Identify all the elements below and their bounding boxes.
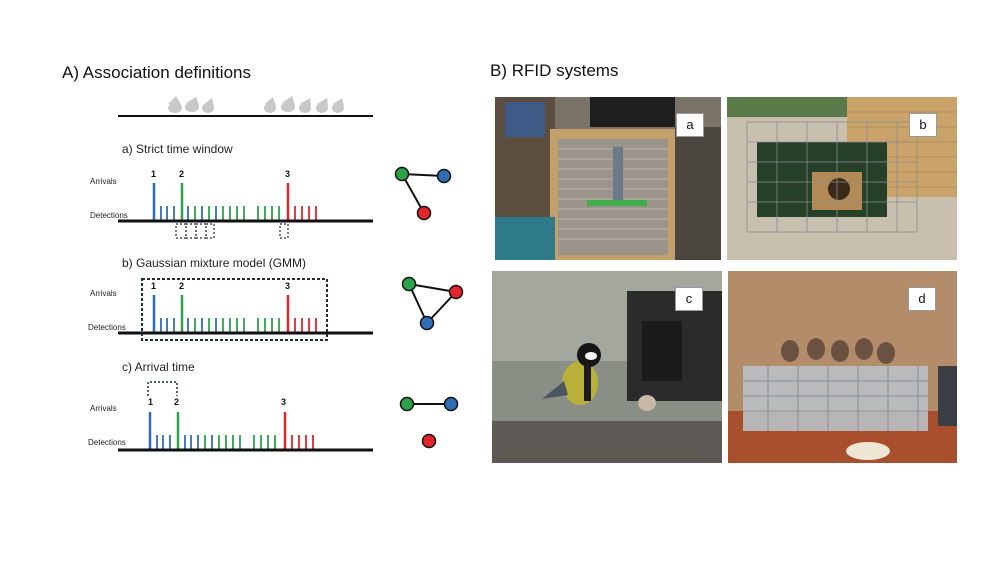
- arrival-number-3-a: 3: [285, 169, 291, 179]
- node-green-a: [394, 166, 410, 182]
- strict-windows-a: [175, 223, 289, 239]
- arrival-number-2-a: 2: [179, 169, 185, 179]
- photo-c: c: [492, 271, 722, 463]
- arrivals-label-c: Arrivals: [90, 404, 117, 413]
- arrivals-label-a: Arrivals: [90, 177, 117, 186]
- node-red-c: [421, 433, 437, 449]
- node-blue-b: [419, 315, 435, 331]
- bird-silhouettes-icon: [168, 96, 344, 113]
- photo-d: d: [728, 271, 957, 463]
- node-green-b: [401, 276, 417, 292]
- network-c: [399, 396, 459, 449]
- photo-b: b: [727, 97, 957, 260]
- detections-label-c: Detections: [88, 438, 126, 447]
- network-a: [394, 166, 452, 221]
- detection-bars-b: [152, 295, 317, 332]
- photo-b-label: b: [909, 113, 937, 137]
- detection-bars-a: [152, 183, 317, 220]
- arrival-number-2-c: 2: [174, 397, 180, 407]
- node-green-c: [399, 396, 415, 412]
- arrival-number-1-c: 1: [148, 397, 154, 407]
- photo-d-label: d: [908, 287, 936, 311]
- network-b: [401, 276, 464, 331]
- photo-a-label: a: [676, 113, 704, 137]
- arrival-number-1-a: 1: [151, 169, 157, 179]
- gmm-window-b: [141, 278, 328, 341]
- photo-c-label: c: [675, 287, 703, 311]
- node-red-a: [416, 205, 432, 221]
- panel-b-title: B) RFID systems: [490, 61, 619, 80]
- detections-label-b: Detections: [88, 323, 126, 332]
- arrival-window-c: [147, 381, 178, 396]
- detection-bars-c: [148, 412, 314, 449]
- subpanel-a-title: a) Strict time window: [122, 142, 233, 156]
- arrival-number-1-b: 1: [151, 281, 157, 291]
- photo-a: a: [495, 97, 721, 260]
- arrival-number-3-c: 3: [281, 397, 287, 407]
- subpanel-b-title: b) Gaussian mixture model (GMM): [122, 256, 307, 270]
- node-red-b: [448, 284, 464, 300]
- subpanel-c-title: c) Arrival time: [122, 360, 195, 374]
- panel-a-title: A) Association definitions: [62, 63, 251, 82]
- arrival-number-3-b: 3: [285, 281, 291, 291]
- arrival-number-2-b: 2: [179, 281, 185, 291]
- arrivals-label-b: Arrivals: [90, 289, 117, 298]
- node-blue-a: [436, 168, 452, 184]
- detections-label-a: Detections: [90, 211, 128, 220]
- node-blue-c: [443, 396, 459, 412]
